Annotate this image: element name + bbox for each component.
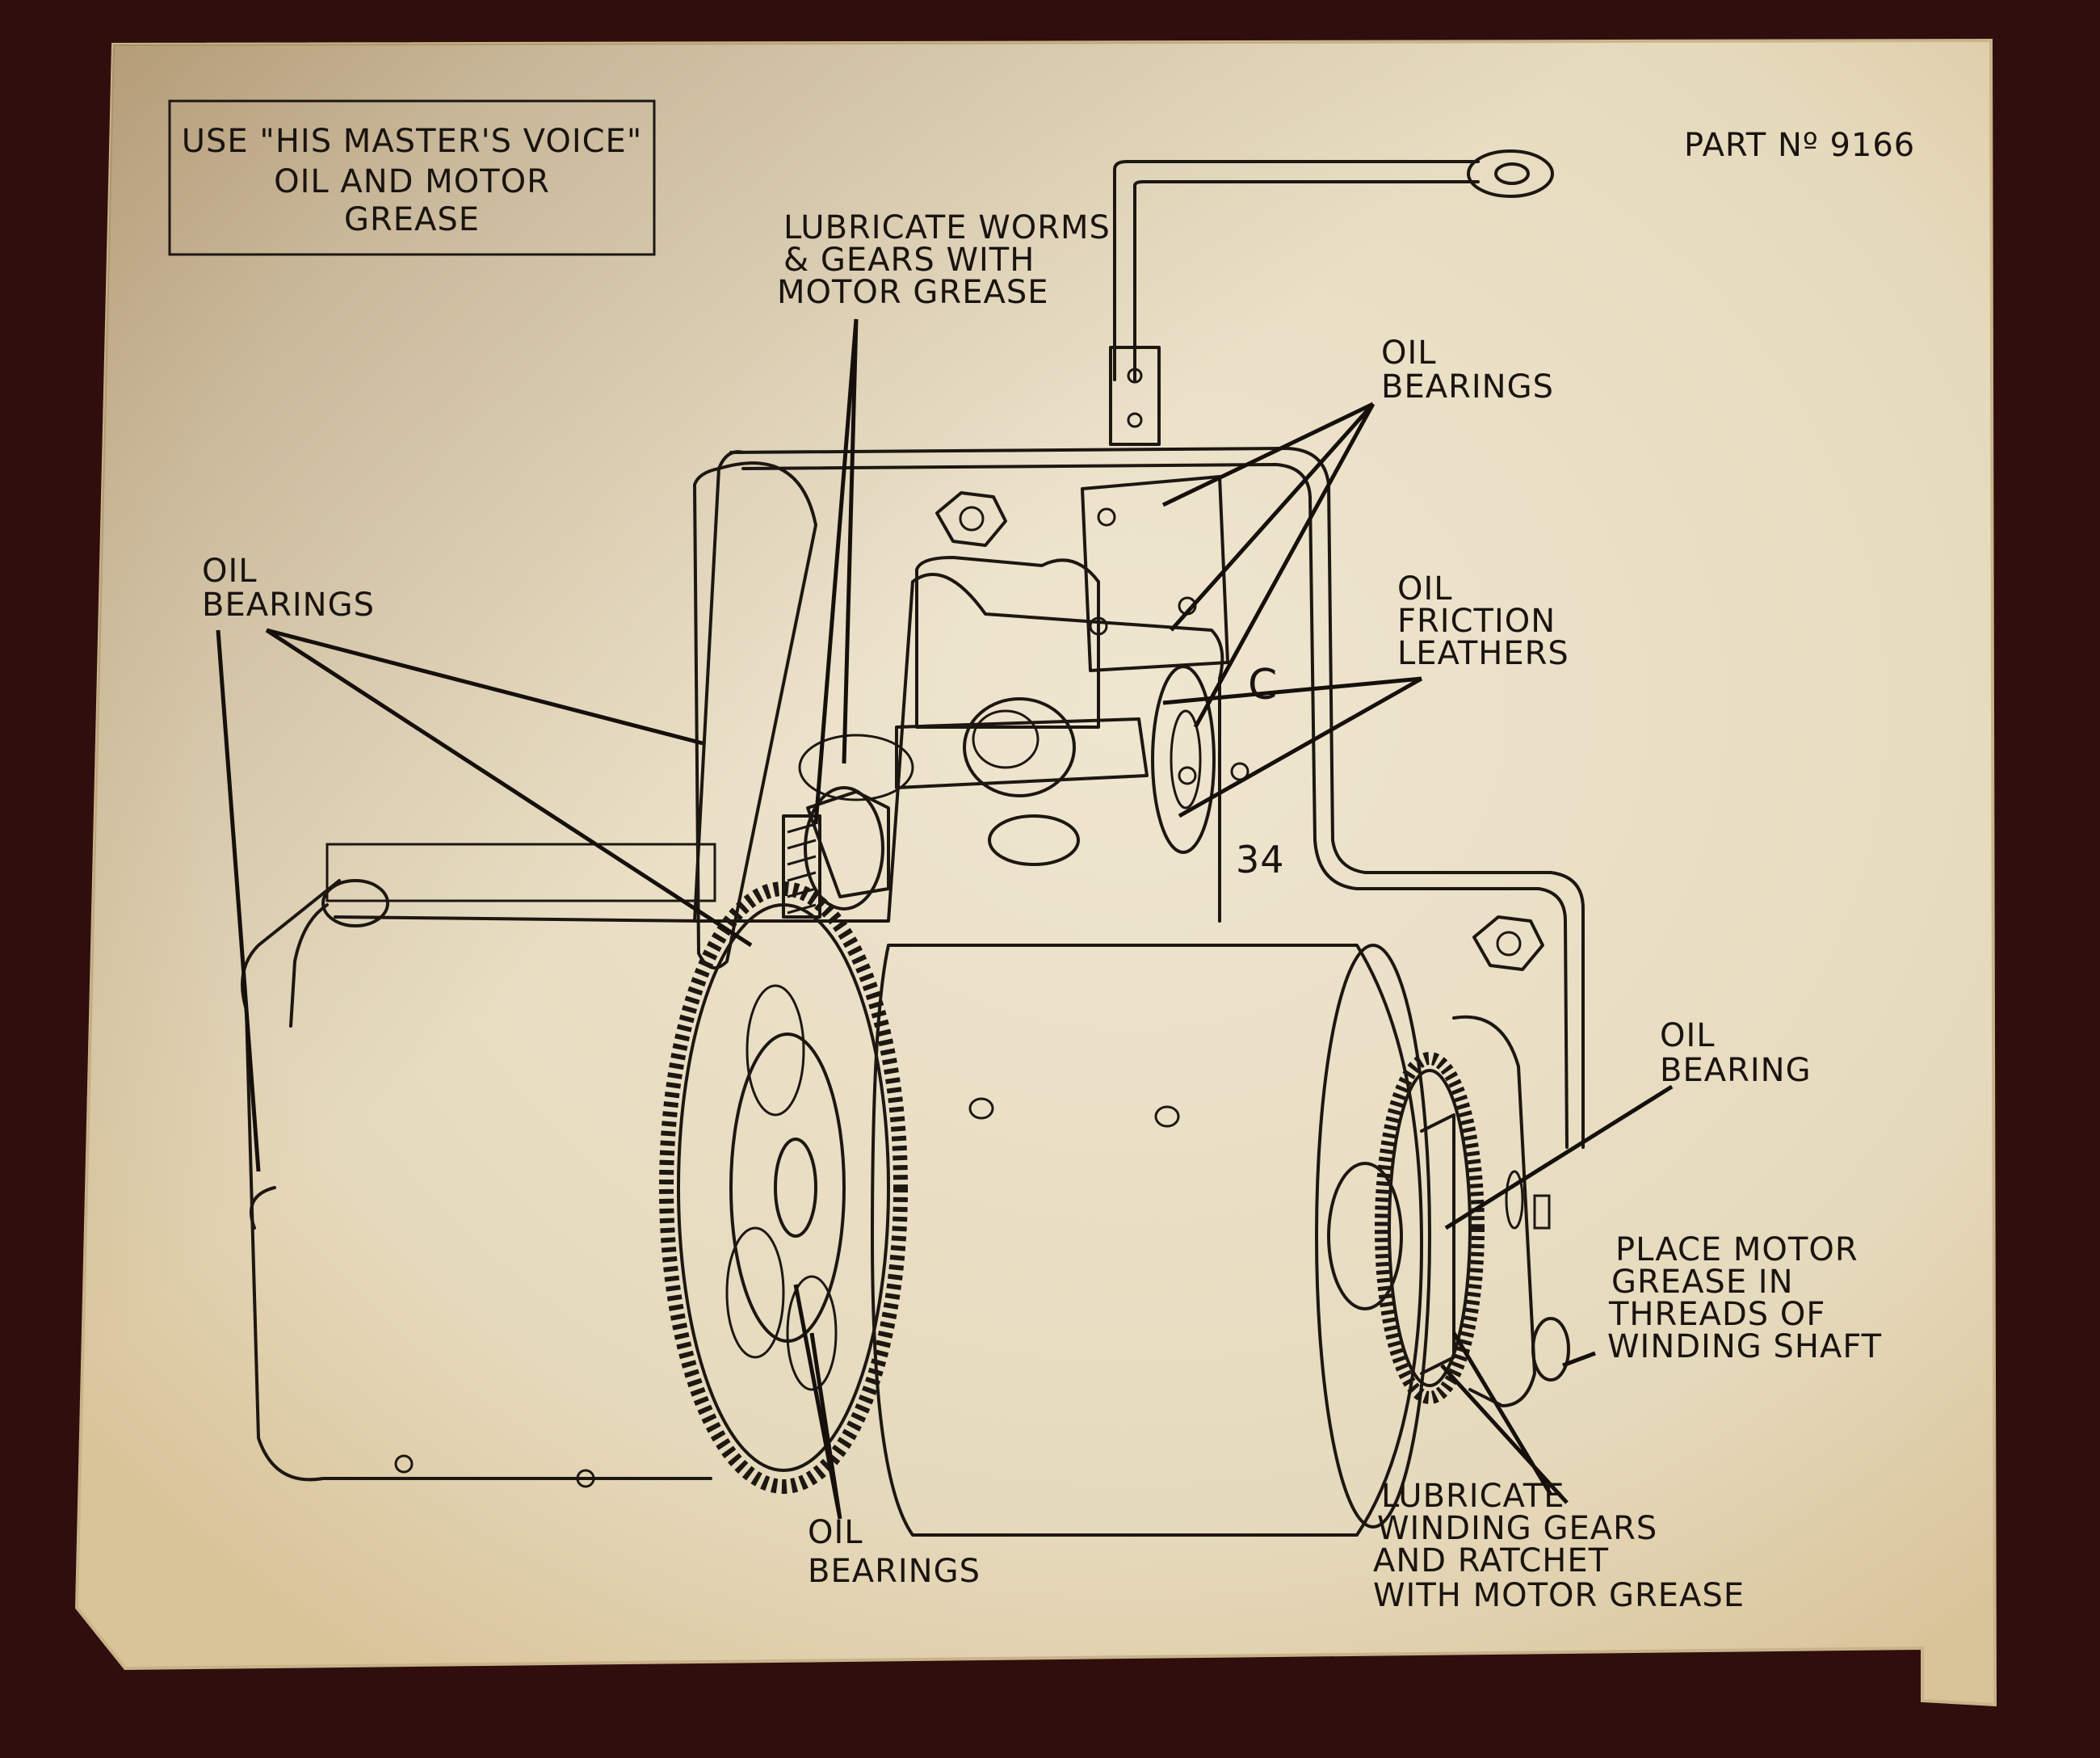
svg-text:OIL: OIL <box>808 1514 863 1551</box>
callout-oil-friction-leathers: OIL FRICTION LEATHERS <box>1397 570 1569 672</box>
svg-text:PLACE MOTOR: PLACE MOTOR <box>1615 1231 1858 1268</box>
svg-text:BEARING: BEARING <box>1660 1052 1812 1089</box>
callout-oil-bearings-top: OIL BEARINGS <box>1381 334 1554 406</box>
svg-text:AND RATCHET: AND RATCHET <box>1373 1542 1609 1579</box>
svg-text:OIL: OIL <box>1381 334 1437 372</box>
large-gear <box>659 881 908 1494</box>
motor-assembly: C 34 <box>241 149 1585 1537</box>
svg-text:GREASE IN: GREASE IN <box>1611 1264 1794 1301</box>
svg-text:FRICTION: FRICTION <box>1397 603 1556 640</box>
svg-text:WITH MOTOR GREASE: WITH MOTOR GREASE <box>1373 1577 1745 1614</box>
callout-place-motor-grease: PLACE MOTOR GREASE IN THREADS OF WINDING… <box>1607 1231 1882 1365</box>
svg-text:LUBRICATE WORMS: LUBRICATE WORMS <box>783 209 1111 246</box>
svg-text:MOTOR GREASE: MOTOR GREASE <box>777 274 1049 311</box>
callout-arrows <box>216 318 1674 1520</box>
number-stamp: 34 <box>1236 838 1285 881</box>
part-number: PART Nº 9166 <box>1684 127 1915 164</box>
svg-text:OIL: OIL <box>202 553 258 590</box>
callout-oil-bearings-left: OIL BEARINGS <box>202 553 375 624</box>
callout-oil-bearing-right: OIL BEARING <box>1660 1017 1812 1089</box>
winding-gear <box>1327 1052 1485 1404</box>
svg-text:WINDING GEARS: WINDING GEARS <box>1377 1510 1657 1547</box>
header-line-2: OIL AND MOTOR <box>274 163 550 200</box>
svg-text:THREADS OF: THREADS OF <box>1608 1296 1825 1333</box>
svg-text:BEARINGS: BEARINGS <box>202 587 375 624</box>
callout-lubricate-worms: LUBRICATE WORMS & GEARS WITH MOTOR GREAS… <box>777 209 1111 311</box>
svg-text:WINDING SHAFT: WINDING SHAFT <box>1607 1328 1882 1365</box>
worm-thread <box>782 814 821 919</box>
svg-text:LUBRICATE: LUBRICATE <box>1381 1478 1565 1515</box>
header-line-3: GREASE <box>344 201 480 238</box>
header-line-1: USE "HIS MASTER'S VOICE" <box>182 123 642 160</box>
svg-text:LEATHERS: LEATHERS <box>1397 635 1569 672</box>
svg-text:BEARINGS: BEARINGS <box>808 1553 981 1590</box>
callout-oil-bearings-bottom: OIL BEARINGS <box>808 1514 981 1590</box>
letter-stamp: C <box>1248 661 1278 709</box>
svg-text:BEARINGS: BEARINGS <box>1381 368 1554 406</box>
svg-text:OIL: OIL <box>1397 570 1453 608</box>
header-box <box>168 99 656 256</box>
svg-text:OIL: OIL <box>1660 1017 1716 1054</box>
callout-lubricate-winding: LUBRICATE WINDING GEARS AND RATCHET WITH… <box>1373 1478 1745 1614</box>
svg-text:& GEARS WITH: & GEARS WITH <box>783 242 1035 279</box>
